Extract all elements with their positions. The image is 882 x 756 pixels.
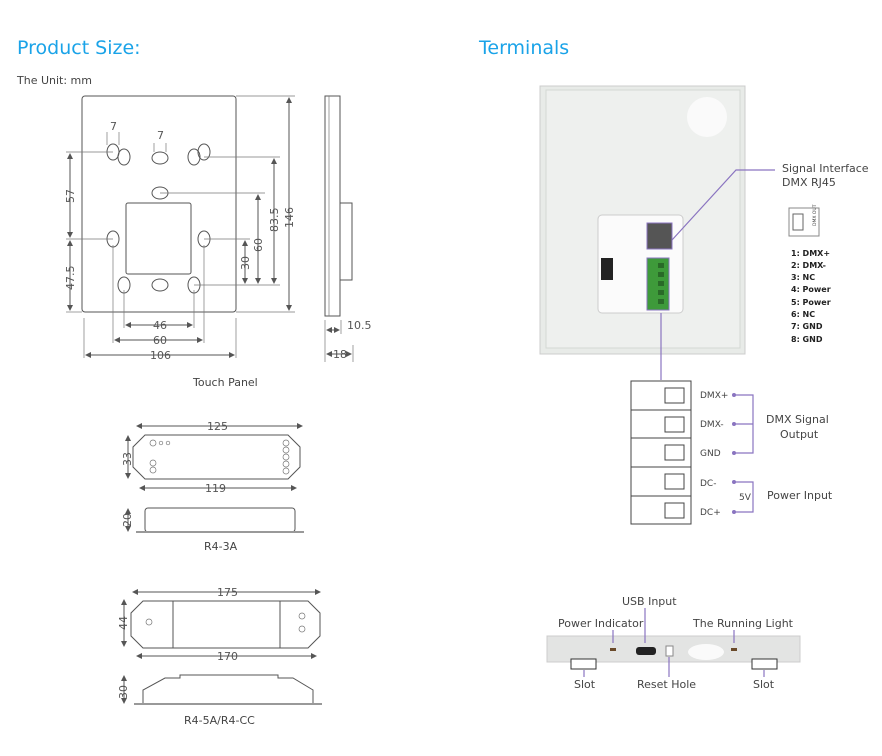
dim-47-5: 47.5 bbox=[64, 266, 77, 291]
dim-30: 30 bbox=[239, 256, 252, 270]
dim-60-h: 60 bbox=[153, 334, 167, 347]
product-size-heading: Product Size: bbox=[17, 37, 141, 59]
dim-10-5: 10.5 bbox=[347, 319, 372, 332]
touch-panel-caption: Touch Panel bbox=[192, 376, 258, 389]
terminal-dc-plus: DC+ bbox=[700, 508, 721, 518]
dim-20: 20 bbox=[121, 513, 134, 527]
terminal-gnd: GND bbox=[700, 449, 721, 459]
terminal-block-diagram bbox=[630, 380, 692, 525]
dim-170: 170 bbox=[217, 650, 238, 663]
dim-44: 44 bbox=[117, 616, 130, 630]
r4-5a-caption: R4-5A/R4-CC bbox=[184, 714, 255, 727]
wiring-brackets bbox=[732, 393, 754, 514]
r4-3a-caption: R4-3A bbox=[204, 540, 238, 553]
dim-18: 18 bbox=[333, 348, 347, 361]
dim-125: 125 bbox=[207, 420, 228, 433]
power-indicator-label: Power Indicator bbox=[558, 617, 644, 630]
pin-7: 7: GND bbox=[791, 322, 823, 331]
running-light-label: The Running Light bbox=[692, 617, 794, 630]
panel-back-photo bbox=[539, 85, 746, 355]
dim-119: 119 bbox=[205, 482, 226, 495]
dim-7a: 7 bbox=[110, 120, 117, 133]
terminal-dmx-plus: DMX+ bbox=[700, 391, 728, 401]
usb-input-label: USB Input bbox=[622, 595, 677, 608]
pin-8: 8: GND bbox=[791, 335, 823, 344]
device-edge-photo bbox=[546, 635, 801, 670]
signal-interface-label-2: DMX RJ45 bbox=[782, 176, 836, 189]
pin-6: 6: NC bbox=[791, 310, 815, 319]
reset-hole-label: Reset Hole bbox=[637, 678, 696, 691]
pin-5: 5: Power bbox=[791, 298, 831, 307]
terminal-dc-minus: DC- bbox=[700, 479, 716, 489]
dim-57: 57 bbox=[64, 189, 77, 203]
dim-30-h: 30 bbox=[117, 685, 130, 699]
voltage-label: 5V bbox=[739, 493, 752, 503]
r4-5a-drawing: 175 44 170 30 bbox=[117, 586, 322, 705]
terminals-heading: Terminals bbox=[479, 37, 570, 59]
terminal-dmx-minus: DMX- bbox=[700, 420, 724, 430]
pin-1: 1: DMX+ bbox=[791, 249, 830, 258]
dim-175: 175 bbox=[217, 586, 238, 599]
signal-interface-label-1: Signal Interface bbox=[782, 162, 869, 175]
power-input-label: Power Input bbox=[767, 489, 833, 502]
r4-3a-drawing: 125 33 119 20 bbox=[121, 420, 304, 533]
rj45-icon: DMX OUT bbox=[788, 204, 820, 237]
dim-33: 33 bbox=[121, 452, 134, 466]
dim-46: 46 bbox=[153, 319, 167, 332]
pin-3: 3: NC bbox=[791, 273, 815, 282]
rj45-label: DMX OUT bbox=[812, 204, 818, 226]
dim-7b: 7 bbox=[157, 129, 164, 142]
unit-label: The Unit: mm bbox=[16, 74, 92, 87]
dim-146: 146 bbox=[283, 207, 296, 228]
dmx-output-label-1: DMX Signal bbox=[766, 413, 829, 426]
slot-left-label: Slot bbox=[574, 678, 596, 691]
touch-panel-side-drawing: 10.5 18 bbox=[324, 95, 372, 362]
dim-60-v: 60 bbox=[252, 238, 265, 252]
pin-4: 4: Power bbox=[791, 285, 831, 294]
dim-83-5: 83.5 bbox=[268, 208, 281, 233]
pin-2: 2: DMX- bbox=[791, 261, 826, 270]
dmx-output-label-2: Output bbox=[780, 428, 819, 441]
touch-panel-front-drawing: 7 7 57 47.5 30 60 83.5 146 46 60 106 bbox=[64, 95, 296, 362]
slot-right-label: Slot bbox=[753, 678, 775, 691]
dim-106: 106 bbox=[150, 349, 171, 362]
pin-list: 1: DMX+ 2: DMX- 3: NC 4: Power 5: Power … bbox=[791, 249, 831, 344]
